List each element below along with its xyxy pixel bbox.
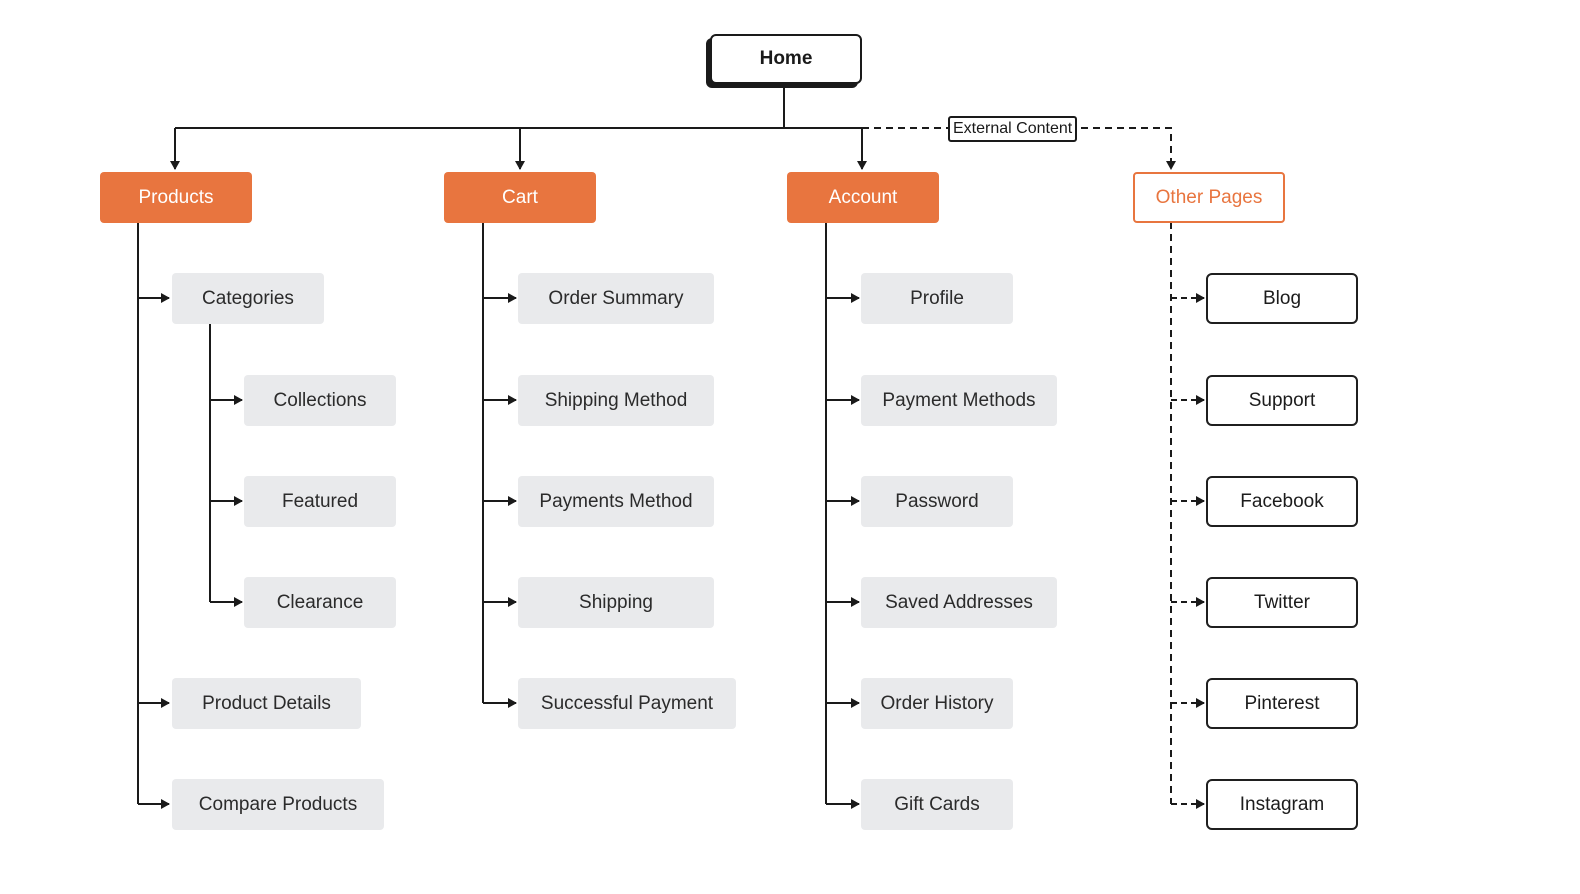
shipping-method-node[interactable]: Shipping Method (518, 375, 714, 426)
payment-methods-node[interactable]: Payment Methods (861, 375, 1057, 426)
home-node[interactable]: Home (710, 34, 862, 84)
twitter-node[interactable]: Twitter (1206, 577, 1358, 628)
instagram-node[interactable]: Instagram (1206, 779, 1358, 830)
clearance-node[interactable]: Clearance (244, 577, 396, 628)
cart-node[interactable]: Cart (444, 172, 596, 223)
shipping-node[interactable]: Shipping (518, 577, 714, 628)
account-node[interactable]: Account (787, 172, 939, 223)
gift-cards-node[interactable]: Gift Cards (861, 779, 1013, 830)
external-content-label: External Content (948, 116, 1078, 142)
profile-node[interactable]: Profile (861, 273, 1013, 324)
facebook-node[interactable]: Facebook (1206, 476, 1358, 527)
saved-addresses-node[interactable]: Saved Addresses (861, 577, 1057, 628)
support-node[interactable]: Support (1206, 375, 1358, 426)
other-pages-node[interactable]: Other Pages (1133, 172, 1285, 223)
categories-node[interactable]: Categories (172, 273, 324, 324)
compare-products-node[interactable]: Compare Products (172, 779, 384, 830)
collections-node[interactable]: Collections (244, 375, 396, 426)
blog-node[interactable]: Blog (1206, 273, 1358, 324)
product-details-node[interactable]: Product Details (172, 678, 361, 729)
pinterest-node[interactable]: Pinterest (1206, 678, 1358, 729)
featured-node[interactable]: Featured (244, 476, 396, 527)
order-summary-node[interactable]: Order Summary (518, 273, 714, 324)
payments-method-node[interactable]: Payments Method (518, 476, 714, 527)
successful-payment-node[interactable]: Successful Payment (518, 678, 736, 729)
password-node[interactable]: Password (861, 476, 1013, 527)
products-node[interactable]: Products (100, 172, 252, 223)
order-history-node[interactable]: Order History (861, 678, 1013, 729)
